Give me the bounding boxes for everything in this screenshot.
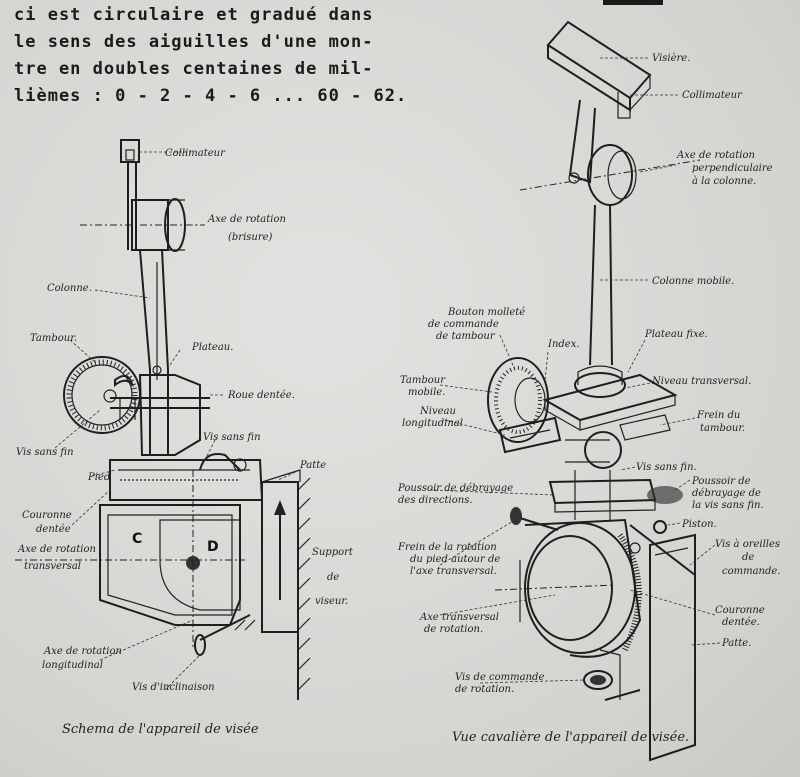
label-vis-commande: Vis de commande (455, 672, 544, 683)
label-vis-sans-fin-vue: Vis sans fin. (636, 462, 697, 473)
label-poussoir-vis-3: la vis sans fin. (692, 500, 764, 511)
label-couronne-vue-2: dentée. (722, 617, 760, 628)
label-letter-c: C (132, 531, 142, 547)
label-collimateur-vue: Collimateur (682, 90, 743, 101)
label-axe-longitudinal-2: longitudinal (42, 660, 103, 671)
label-vis-oreilles-3: commande. (722, 566, 781, 577)
label-poussoir-directions-2: des directions. (398, 495, 473, 506)
label-axe-perp-2: perpendiculaire (692, 163, 773, 174)
label-couronne-dentee: dentée (36, 524, 71, 535)
label-axe-perp: Axe de rotation (676, 150, 755, 161)
label-frein-tambour: Frein du (696, 410, 740, 421)
label-brisure: (brisure) (228, 232, 273, 243)
label-niveau-longitudinal-2: longitudinal (402, 418, 463, 429)
intro-line: ci est circulaire et gradué dans (14, 5, 374, 25)
label-support-de: de (327, 572, 339, 583)
label-vis-inclinaison: Vis d'inclinaison (132, 682, 215, 693)
label-vis-sans-fin-left: Vis sans fin (16, 447, 74, 458)
label-tambour-mobile: Tambour (400, 375, 446, 386)
label-patte-vue: Patte. (721, 638, 751, 649)
label-pied: Pied (87, 472, 110, 483)
label-axe-longitudinal: Axe de rotation (43, 646, 122, 657)
label-couronne: Couronne (22, 510, 72, 521)
label-patte: Patte (299, 460, 326, 471)
label-poussoir-vis: Poussoir de (691, 476, 751, 487)
label-bouton-3: de tambour (436, 331, 496, 342)
schema-caption: Schema de l'appareil de visée (62, 722, 259, 737)
label-axe-transversal: Axe de rotation (17, 544, 96, 555)
label-frein-rotation-3: l'axe transversal. (410, 566, 497, 577)
label-axe-perp-3: à la colonne. (692, 176, 756, 187)
label-niveau-transversal: Niveau transversal. (651, 376, 751, 387)
intro-paragraph: ci est circulaire et gradué dans le sens… (14, 2, 434, 110)
label-poussoir-directions: Poussoir de débrayage (397, 483, 513, 494)
label-index: Index. (547, 339, 580, 350)
label-vis-oreilles-2: de (742, 552, 754, 563)
label-bouton: Bouton molleté (447, 307, 525, 318)
label-plateau: Plateau. (191, 342, 233, 353)
vue-caption: Vue cavalière de l'appareil de visée. (452, 730, 689, 745)
label-plateau-fixe: Plateau fixe. (644, 329, 708, 340)
intro-line: le sens des aiguilles d'une mon- (14, 32, 374, 52)
label-frein-rotation: Frein de la rotation (397, 542, 497, 553)
label-tambour: Tambour. (30, 333, 77, 344)
vue-drawing (429, 20, 721, 762)
label-colonne: Colonne. (47, 283, 92, 294)
label-letter-d: D (207, 539, 219, 555)
label-axe-transversal-vue: Axe transversal (419, 612, 499, 623)
intro-line: lièmes : 0 - 2 - 4 - 6 ... 60 - 62. (14, 86, 408, 106)
label-vis-commande-2: de rotation. (455, 684, 514, 695)
label-tambour-mobile-2: mobile. (408, 387, 445, 398)
label-roue-dentee: Roue dentée. (227, 390, 295, 401)
label-frein-tambour-2: tambour. (700, 423, 745, 434)
label-collimateur: Collimateur (165, 148, 226, 159)
label-axe-transversal-2: transversal (24, 561, 81, 572)
label-axe-rotation: Axe de rotation (207, 214, 286, 225)
label-support-viseur: viseur. (315, 596, 348, 607)
label-poussoir-vis-2: débrayage de (692, 488, 761, 499)
label-vis-oreilles: Vis à oreilles (715, 539, 780, 550)
label-frein-rotation-2: du pied autour de (410, 554, 500, 565)
label-vis-sans-fin-right: Vis sans fin (203, 432, 261, 443)
label-support: Support (312, 547, 354, 558)
label-bouton-2: de commande (428, 319, 499, 330)
label-piston: Piston. (681, 519, 717, 530)
corner-rule (603, 0, 663, 5)
label-couronne-vue: Couronne (715, 605, 765, 616)
label-axe-transversal-vue-2: de rotation. (424, 624, 483, 635)
intro-line: tre en doubles centaines de mil- (14, 59, 374, 79)
label-visiere: Visière. (652, 53, 690, 64)
label-niveau-longitudinal: Niveau (419, 406, 456, 417)
label-colonne-mobile: Colonne mobile. (652, 276, 734, 287)
schema-drawing (15, 139, 311, 700)
